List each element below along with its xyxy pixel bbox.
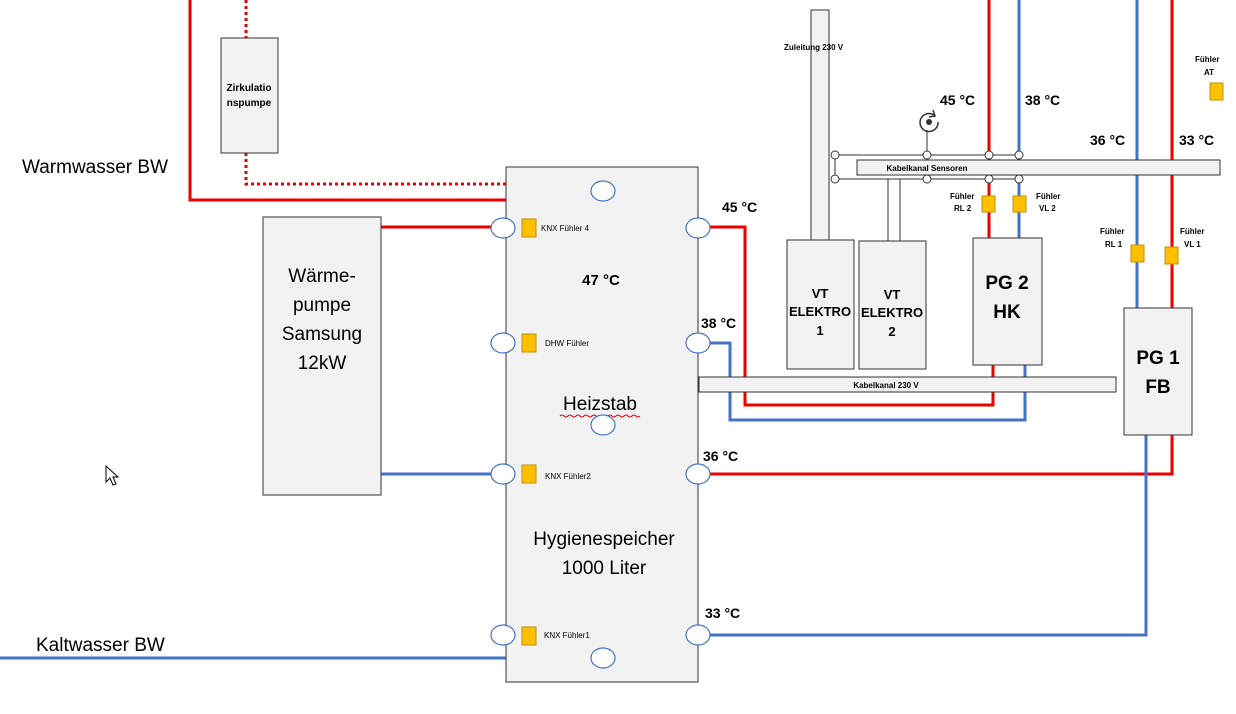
vt1-label-1: VT bbox=[812, 286, 829, 301]
port-right-1 bbox=[685, 217, 711, 239]
pg2-hk-box bbox=[972, 237, 1043, 366]
port-left-2 bbox=[490, 332, 516, 354]
port-top bbox=[590, 180, 616, 202]
vt2-label-1: VT bbox=[884, 287, 901, 302]
vt-elektro-1-box bbox=[786, 239, 855, 370]
heizstab-label: Heizstab bbox=[563, 394, 637, 415]
port-right-3 bbox=[685, 463, 711, 485]
zirk-label-2: nspumpe bbox=[227, 98, 272, 109]
knx-fuehler-4-sensor bbox=[521, 218, 537, 238]
kabelkanal-sensoren-label: Kabelkanal Sensoren bbox=[887, 164, 968, 173]
fuehler-rl2-label-1: Fühler bbox=[950, 192, 974, 201]
fuehler-rl1-label-2: RL 1 bbox=[1105, 240, 1123, 249]
wiring-nodes bbox=[830, 150, 1024, 184]
pg1-label-1: PG 1 bbox=[1136, 348, 1180, 369]
kabelkanal-sensoren bbox=[856, 159, 1221, 176]
temp-45-top: 45 °C bbox=[940, 92, 975, 108]
pg2-label-2: HK bbox=[993, 302, 1021, 323]
kabelkanal-230v-label: Kabelkanal 230 V bbox=[853, 381, 919, 390]
zirk-label-1: Zirkulatio bbox=[226, 83, 271, 94]
knx1-label: KNX Fühler1 bbox=[544, 631, 590, 640]
tank-temp: 47 °C bbox=[582, 272, 620, 289]
vt-elektro-2-box bbox=[858, 240, 927, 370]
temp-38-right: 38 °C bbox=[701, 315, 736, 331]
fuehler-rl1-label-1: Fühler bbox=[1100, 227, 1124, 236]
vt2-label-2: ELEKTRO bbox=[861, 305, 923, 320]
pg1-flow-pipe bbox=[709, 435, 1174, 476]
port-left-1 bbox=[490, 217, 516, 239]
fuehler-at-sensor bbox=[1209, 82, 1224, 101]
wp-label-3: Samsung bbox=[282, 324, 362, 345]
fuehler-rl2-sensor bbox=[981, 195, 996, 213]
waermepumpe-box bbox=[262, 216, 382, 496]
pg2-label-1: PG 2 bbox=[985, 273, 1028, 294]
tank-ports bbox=[490, 180, 711, 669]
dhw-label: DHW Fühler bbox=[545, 339, 589, 348]
zirkulationspumpe-box bbox=[220, 37, 279, 154]
knx2-label: KNX Fühler2 bbox=[545, 472, 591, 481]
fuehler-vl2-label-2: VL 2 bbox=[1039, 204, 1056, 213]
kabelkanal-230v bbox=[698, 376, 1117, 393]
temp-45-right: 45 °C bbox=[722, 199, 757, 215]
fuehler-vl1-label-2: VL 1 bbox=[1184, 240, 1201, 249]
port-bottom bbox=[590, 647, 616, 669]
port-left-4 bbox=[490, 624, 516, 646]
wp-label-4: 12kW bbox=[298, 353, 347, 374]
knx-fuehler-1-sensor bbox=[521, 626, 537, 646]
kaltwasser-label: Kaltwasser BW bbox=[36, 635, 165, 656]
wp-label-2: pumpe bbox=[293, 295, 351, 316]
pg2-return-pipe bbox=[709, 341, 1027, 422]
sensor-wiring bbox=[834, 130, 1019, 241]
mouse-cursor-icon bbox=[105, 464, 120, 486]
fuehler-vl2-label-1: Fühler bbox=[1036, 192, 1060, 201]
vt1-label-3: 1 bbox=[816, 323, 823, 338]
fuehler-at-label-2: AT bbox=[1204, 68, 1214, 77]
tank-label-1: Hygienespeicher bbox=[533, 529, 675, 550]
vt1-label-2: ELEKTRO bbox=[789, 304, 851, 319]
warmwasser-label: Warmwasser BW bbox=[22, 157, 168, 178]
wp-label-1: Wärme- bbox=[288, 266, 356, 287]
fuehler-rl1-sensor bbox=[1130, 244, 1145, 263]
zuleitung-label: Zuleitung 230 V bbox=[784, 43, 844, 52]
dhw-fuehler-sensor bbox=[521, 333, 537, 353]
tank-label-2: 1000 Liter bbox=[562, 558, 647, 579]
temp-38-top: 38 °C bbox=[1025, 92, 1060, 108]
port-left-3 bbox=[490, 463, 516, 485]
temp-36-top: 36 °C bbox=[1090, 132, 1125, 148]
fuehler-vl2-sensor bbox=[1012, 195, 1027, 213]
temp-36-right: 36 °C bbox=[703, 448, 738, 464]
temp-33-right: 33 °C bbox=[705, 605, 740, 621]
fuehler-rl2-label-2: RL 2 bbox=[954, 204, 972, 213]
knx-fuehler-2-sensor bbox=[521, 464, 537, 484]
port-right-2 bbox=[685, 332, 711, 354]
zirkulation-dotted-pipe bbox=[244, 153, 592, 186]
pg1-fb-box bbox=[1123, 307, 1193, 436]
port-heizstab bbox=[590, 414, 616, 436]
vt2-label-3: 2 bbox=[888, 324, 895, 339]
port-right-4 bbox=[685, 624, 711, 646]
fuehler-vl1-sensor bbox=[1164, 246, 1179, 265]
temp-33-top: 33 °C bbox=[1179, 132, 1214, 148]
knx4-label: KNX Fühler 4 bbox=[541, 224, 590, 233]
pg1-label-2: FB bbox=[1145, 377, 1170, 398]
fuehler-vl1-label-1: Fühler bbox=[1180, 227, 1204, 236]
pg1-return-pipe bbox=[709, 435, 1148, 637]
rotate-icon bbox=[919, 109, 939, 133]
fuehler-at-label-1: Fühler bbox=[1195, 55, 1219, 64]
